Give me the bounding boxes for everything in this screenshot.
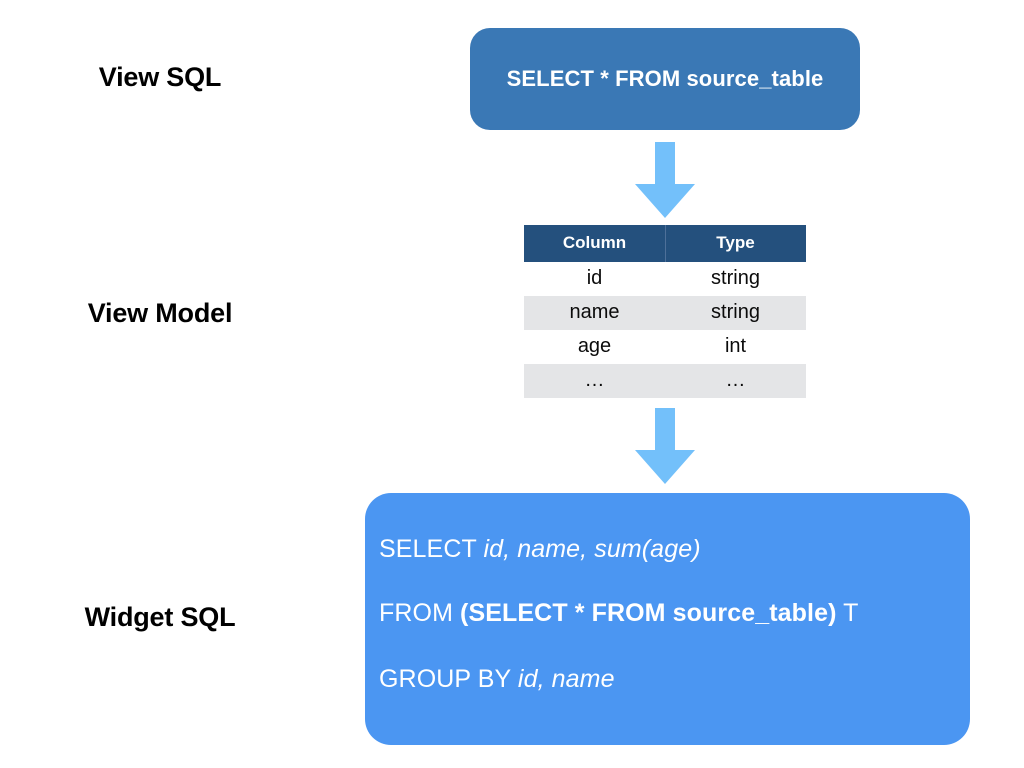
widget-sql-line-from: FROM (SELECT * FROM source_table) T — [379, 599, 859, 627]
widget-sql-line-group-by: GROUP BY id, name — [379, 665, 615, 693]
table-row: id string — [524, 262, 806, 296]
cell-column: name — [524, 296, 665, 330]
cell-type: … — [665, 364, 806, 398]
cell-column: … — [524, 364, 665, 398]
table-header-column: Column — [524, 225, 665, 262]
row-label-view-sql: View SQL — [98, 62, 222, 92]
table-header-type: Type — [665, 225, 806, 262]
cell-type: string — [665, 296, 806, 330]
cell-type: string — [665, 262, 806, 296]
view-sql-box: SELECT * FROM source_table — [470, 28, 860, 130]
widget-sql-box: SELECT id, name, sum(age) FROM (SELECT *… — [365, 493, 970, 745]
row-label-widget-sql: Widget SQL — [84, 602, 236, 632]
table-row: … … — [524, 364, 806, 398]
view-model-schema-table: Column Type id string name string age in… — [524, 225, 806, 398]
widget-sql-line-select: SELECT id, name, sum(age) — [379, 535, 701, 563]
table-row: age int — [524, 330, 806, 364]
row-label-view-model: View Model — [87, 298, 233, 328]
cell-type: int — [665, 330, 806, 364]
arrow-view-sql-to-view-model-icon — [633, 142, 697, 220]
arrow-view-model-to-widget-sql-icon — [633, 408, 697, 486]
table-row: name string — [524, 296, 806, 330]
cell-column: id — [524, 262, 665, 296]
table-header-row: Column Type — [524, 225, 806, 262]
view-sql-statement: SELECT * FROM source_table — [506, 66, 824, 91]
cell-column: age — [524, 330, 665, 364]
